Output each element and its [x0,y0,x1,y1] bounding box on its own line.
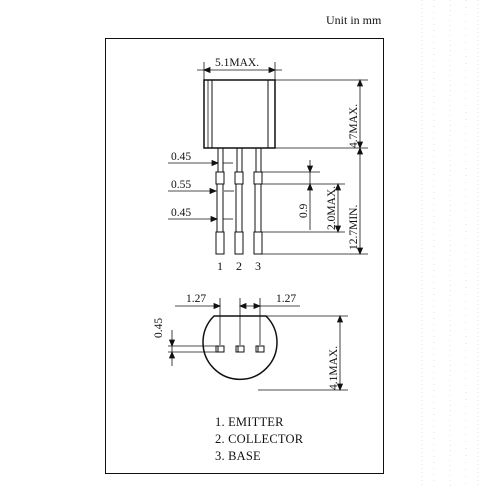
depth-dimension [258,314,348,392]
legend-item: 1. EMITTER [215,415,284,429]
pitch-left-label: 1.27 [186,293,206,305]
lead-dim-c-label: 0.45 [171,207,191,219]
scan-noise [421,0,479,486]
legend-item: 2. COLLECTOR [215,432,304,446]
bend-len-dim-label: 2.0MAX. [326,186,338,230]
lead-dim-a-label: 0.45 [171,151,191,163]
bend-dimensions [262,146,368,256]
lead-cross-sections [215,345,265,353]
height-dim-label: 4.7MAX. [348,104,360,148]
pitch-right-label: 1.27 [276,293,296,305]
pin-1-label: 1 [217,259,223,273]
unit-note: Unit in mm [326,13,382,27]
lead-thickness-dimension [168,330,216,366]
width-dim-label: 5.1MAX. [215,57,259,69]
bottom-view-outline [202,315,278,380]
pitch-dimensions [175,298,300,345]
lead-dimensions [168,159,234,223]
height-dimension [275,78,368,150]
depth-dim-label: 4.1MAX. [328,346,340,390]
legend-item: 3. BASE [215,449,261,463]
pin-legend: 1. EMITTER 2. COLLECTOR 3. BASE [215,414,303,465]
lead-thickness-label: 0.45 [153,318,165,338]
width-dimension [197,62,282,80]
pin-2-label: 2 [236,259,242,273]
lead-dim-b-label: 0.55 [171,179,191,191]
leads [215,147,263,255]
package-body [203,79,276,149]
bend-dim-label: 0.9 [298,203,310,218]
drawing-frame [105,38,384,474]
pin-3-label: 3 [255,259,261,273]
lead-length-dim-label: 12.7MIN. [348,205,360,250]
